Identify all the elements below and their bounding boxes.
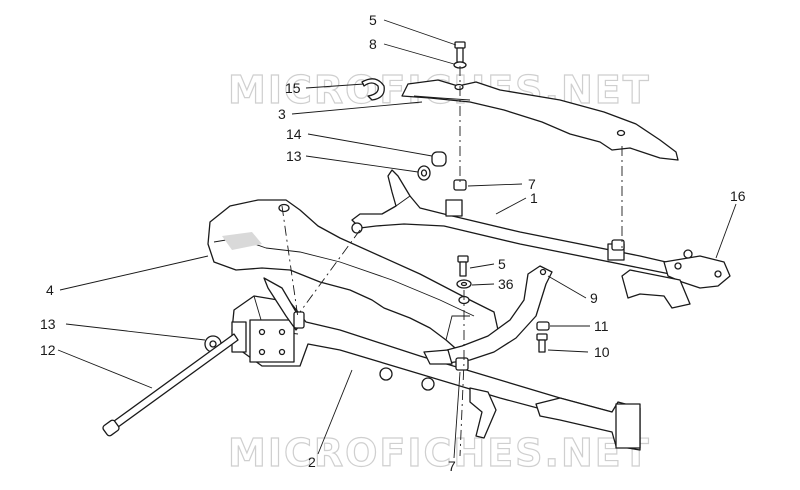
- callout-7-top: 7: [528, 176, 536, 192]
- nut-upper-right: [611, 239, 625, 251]
- callout-3: 3: [278, 106, 286, 122]
- callout-16: 16: [730, 188, 746, 204]
- part-5-bolt-middle: [457, 255, 469, 277]
- part-1-upper-crossbar: [351, 169, 693, 279]
- callout-13-top: 13: [286, 148, 302, 164]
- part-5-bolt-top: [454, 41, 466, 63]
- callout-11: 11: [594, 318, 609, 334]
- callout-5-top: 5: [369, 12, 377, 28]
- part-36-washer: [456, 279, 472, 289]
- part-11-nut: [536, 321, 550, 331]
- callout-4: 4: [46, 282, 54, 298]
- part-7-nut-lower: [455, 357, 469, 371]
- part-2-lower-crossmember: [231, 277, 641, 451]
- part-15-clip: [361, 78, 385, 101]
- callout-15: 15: [285, 80, 301, 96]
- callout-5-middle: 5: [498, 256, 506, 272]
- callout-13-bottom: 13: [40, 316, 56, 332]
- part-12-long-bolt: [102, 333, 239, 437]
- part-13-washer-upper: [417, 165, 431, 181]
- callout-2: 2: [308, 454, 316, 470]
- callout-1: 1: [530, 190, 538, 206]
- callout-7-bottom: 7: [448, 458, 456, 474]
- assembly-axes: [281, 66, 623, 457]
- part-3-cover-plate: [401, 79, 679, 161]
- part-10-bolt: [536, 333, 548, 353]
- svg-text:MICROFICHES.NET: MICROFICHES.NET: [228, 431, 651, 475]
- callout-14: 14: [286, 126, 302, 142]
- callout-9: 9: [590, 290, 598, 306]
- watermark-bottom: MICROFICHES.NET: [227, 430, 651, 475]
- callout-12: 12: [40, 342, 56, 358]
- part-14-bush: [431, 151, 447, 167]
- callout-labels: 5 8 15 3 14 13 7 1 16 4 5 36 9 13 11 12 …: [40, 12, 746, 474]
- part-16-right-bracket: [621, 249, 731, 309]
- callout-10: 10: [594, 344, 610, 360]
- callout-8: 8: [369, 36, 377, 52]
- leader-lines: [57, 19, 737, 459]
- callout-36: 36: [498, 276, 514, 292]
- stud-left: [293, 311, 305, 329]
